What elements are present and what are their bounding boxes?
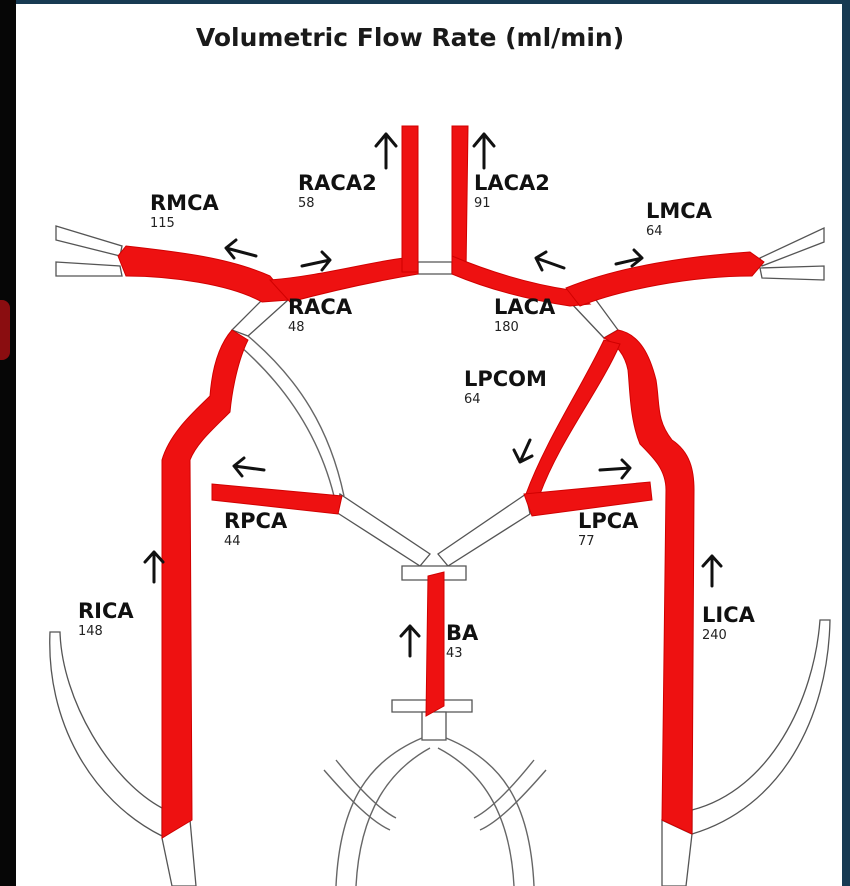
vessel-value: 64 <box>464 392 481 407</box>
lmca-branch-lower <box>760 266 824 280</box>
right-pcom-inner <box>240 346 334 496</box>
label-lpcom: LPCOM 64 <box>464 367 547 407</box>
label-laca2: LACA2 91 <box>474 171 550 211</box>
vessel-value: 44 <box>224 534 241 549</box>
vessel-value: 240 <box>702 628 727 643</box>
label-raca: RACA 48 <box>288 295 353 335</box>
right-vertebral-outer <box>336 738 422 886</box>
lica-up-arrow-icon <box>703 556 721 586</box>
laca2-up-arrow-icon <box>474 134 494 168</box>
label-raca2: RACA2 58 <box>298 171 377 211</box>
vessel-name: RMCA <box>150 191 219 215</box>
left-p1-segment <box>438 494 530 566</box>
vessel-name: RPCA <box>224 509 288 533</box>
right-p1-segment <box>336 494 430 566</box>
lmca-flow <box>566 252 764 306</box>
right-arch-outer <box>336 760 396 818</box>
lmca-branch-upper <box>760 228 824 266</box>
label-lpca: LPCA 77 <box>578 509 639 549</box>
vessel-value: 64 <box>646 224 663 239</box>
vessel-name: LMCA <box>646 199 713 223</box>
lmca-right-arrow-icon <box>616 250 642 266</box>
vessel-value: 180 <box>494 320 519 335</box>
vessel-name: RACA2 <box>298 171 377 195</box>
lica-flow <box>604 330 694 834</box>
lpcom-down-arrow-icon <box>514 440 532 462</box>
raca2-flow <box>402 126 418 272</box>
diagram-title: Volumetric Flow Rate (ml/min) <box>196 23 624 52</box>
rmca-branch-upper <box>56 226 122 256</box>
label-ba: BA 43 <box>446 621 479 661</box>
right-arch-inner <box>324 770 390 830</box>
laca-left-arrow-icon <box>536 252 564 270</box>
vessel-name: RICA <box>78 599 134 623</box>
label-rmca: RMCA 115 <box>150 191 219 231</box>
lpca-right-arrow-icon <box>600 460 630 478</box>
label-rpca: RPCA 44 <box>224 509 288 549</box>
vessel-value: 91 <box>474 196 491 211</box>
vessel-value: 77 <box>578 534 595 549</box>
label-lica: LICA 240 <box>702 603 756 643</box>
vessel-value: 48 <box>288 320 305 335</box>
label-lmca: LMCA 64 <box>646 199 713 239</box>
vessel-name: LPCOM <box>464 367 547 391</box>
right-external-curve <box>50 632 162 836</box>
vessel-name: LACA2 <box>474 171 550 195</box>
raca2-up-arrow-icon <box>376 134 396 168</box>
left-arch-inner <box>480 770 546 830</box>
laca2-flow <box>452 126 468 272</box>
rica-flow <box>162 330 248 838</box>
vessel-name: LACA <box>494 295 556 319</box>
vessel-name: RACA <box>288 295 353 319</box>
vessel-name: LPCA <box>578 509 639 533</box>
label-laca: LACA 180 <box>494 295 556 335</box>
raca-right-arrow-icon <box>302 252 330 270</box>
left-arch-outer <box>474 760 534 818</box>
left-vertebral-outer <box>446 738 534 886</box>
vessel-name: BA <box>446 621 479 645</box>
rmca-flow <box>118 246 290 302</box>
right-aca-segment <box>232 300 288 336</box>
left-external-curve <box>692 620 830 834</box>
rmca-left-arrow-icon <box>226 240 256 258</box>
vessel-name: LICA <box>702 603 756 627</box>
ba-flow <box>426 572 444 716</box>
rpca-left-arrow-icon <box>234 458 264 476</box>
rmca-branch-lower <box>56 262 122 276</box>
acom-connector <box>418 262 452 274</box>
vessel-value: 115 <box>150 216 175 231</box>
vessel-value: 148 <box>78 624 103 639</box>
right-pcom-outer <box>248 336 344 496</box>
ba-up-arrow-icon <box>401 626 419 656</box>
rica-up-arrow-icon <box>145 552 163 582</box>
label-rica: RICA 148 <box>78 599 134 639</box>
vessel-value: 58 <box>298 196 315 211</box>
vessel-value: 43 <box>446 646 463 661</box>
